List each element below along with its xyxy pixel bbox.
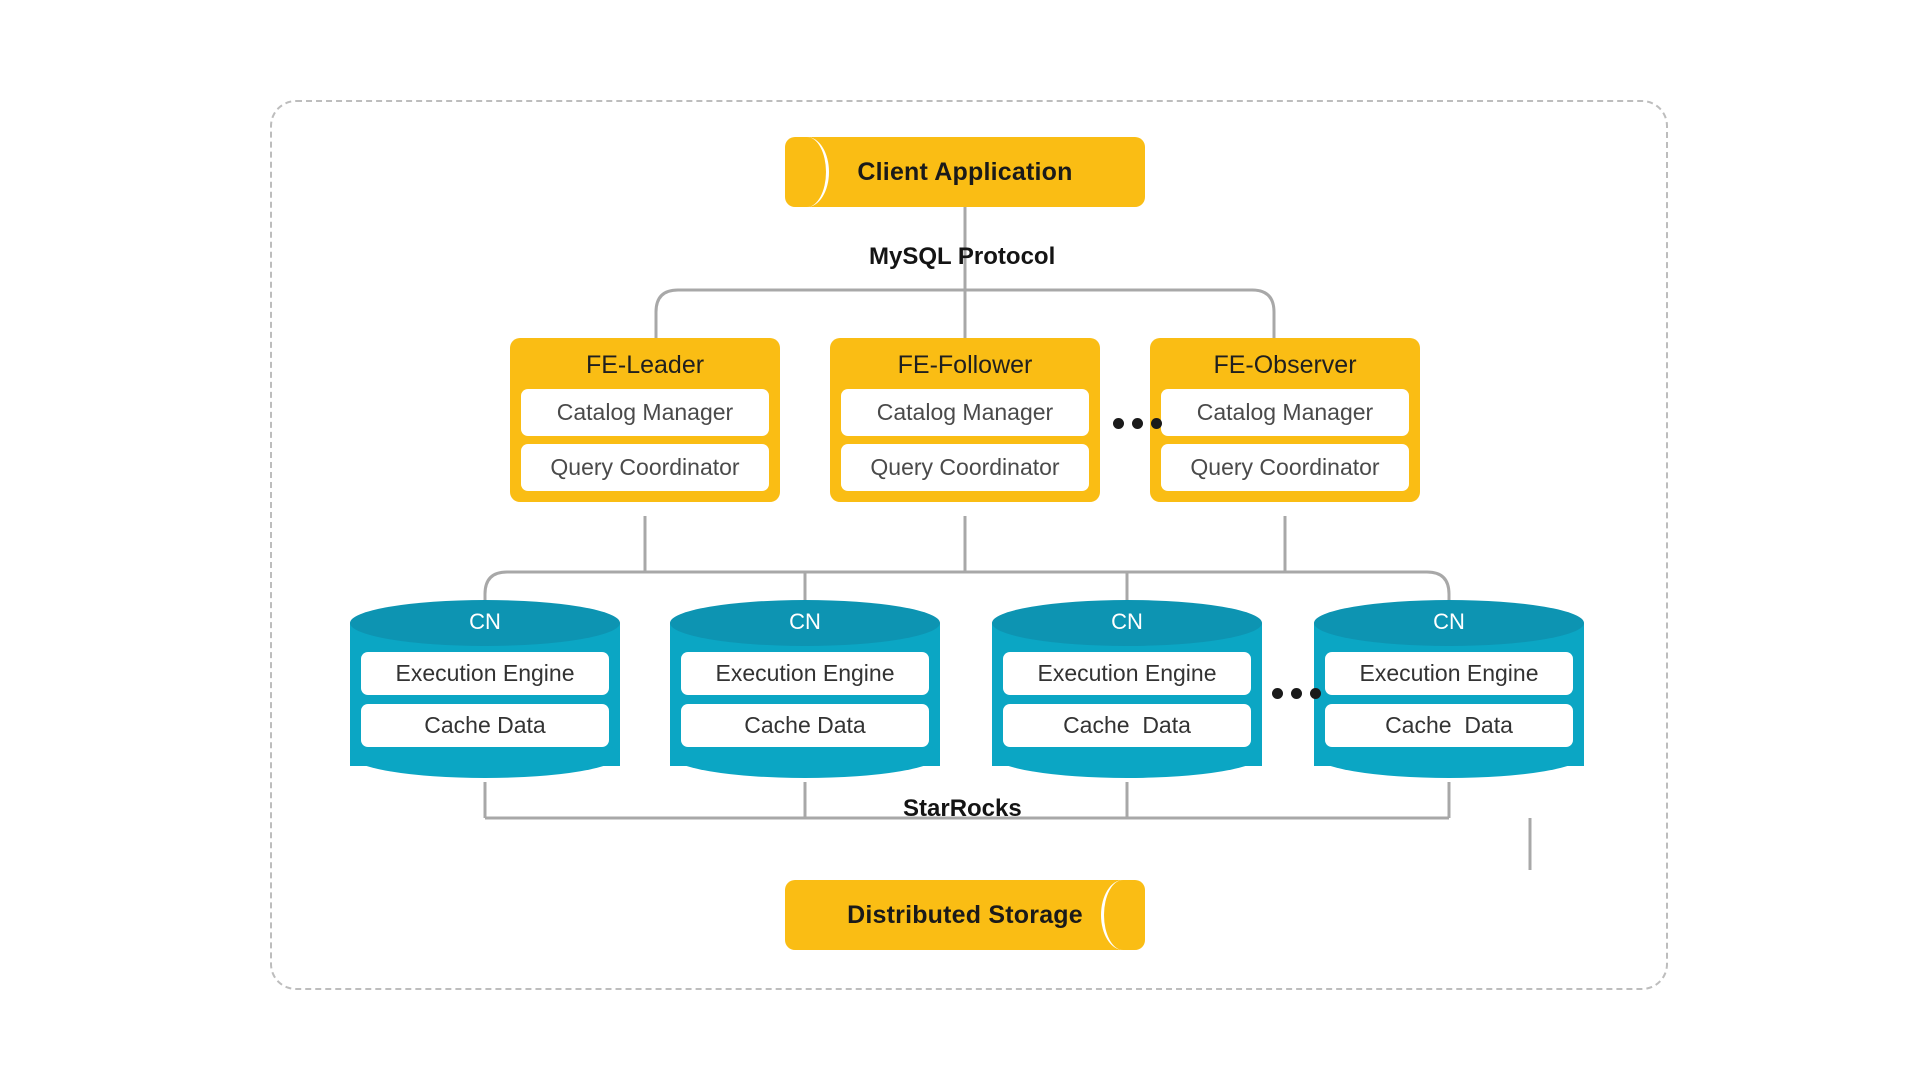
compute-node-4-execution-engine[interactable]: Execution Engine [1325, 652, 1573, 695]
compute-node-1-execution-engine[interactable]: Execution Engine [361, 652, 609, 695]
system-boundary-frame [270, 100, 1668, 990]
cylinder-top-cap-icon [670, 600, 940, 646]
fe-observer-query-coordinator[interactable]: Query Coordinator [1161, 444, 1409, 491]
compute-node-4[interactable]: CN Execution Engine Cache Data [1314, 600, 1584, 785]
client-application-label: Client Application [857, 157, 1073, 186]
fe-leader-node[interactable]: FE-Leader Catalog Manager Query Coordina… [510, 338, 780, 502]
compute-node-3-cache-data[interactable]: Cache Data [1003, 704, 1251, 747]
fe-observer-node[interactable]: FE-Observer Catalog Manager Query Coordi… [1150, 338, 1420, 502]
mysql-protocol-label: MySQL Protocol [869, 243, 1056, 270]
compute-node-1-cache-data[interactable]: Cache Data [361, 704, 609, 747]
cylinder-top-cap-icon [350, 600, 620, 646]
compute-node-2[interactable]: CN Execution Engine Cache Data [670, 600, 940, 785]
fe-leader-query-coordinator[interactable]: Query Coordinator [521, 444, 769, 491]
distributed-storage-node[interactable]: Distributed Storage [785, 880, 1145, 950]
compute-node-4-title: CN [1433, 609, 1465, 634]
fe-follower-node[interactable]: FE-Follower Catalog Manager Query Coordi… [830, 338, 1100, 502]
distributed-storage-label: Distributed Storage [847, 900, 1083, 929]
fe-observer-title: FE-Observer [1213, 351, 1357, 379]
fe-observer-catalog-manager[interactable]: Catalog Manager [1161, 389, 1409, 436]
compute-node-3-title: CN [1111, 609, 1143, 634]
cn-ellipsis-icon [1272, 688, 1321, 699]
cylinder-top-cap-icon [1314, 600, 1584, 646]
fe-follower-catalog-manager[interactable]: Catalog Manager [841, 389, 1089, 436]
compute-node-1[interactable]: CN Execution Engine Cache Data [350, 600, 620, 785]
compute-node-2-cache-data[interactable]: Cache Data [681, 704, 929, 747]
cylinder-cap-icon [1101, 880, 1145, 950]
compute-node-3-execution-engine[interactable]: Execution Engine [1003, 652, 1251, 695]
compute-node-1-title: CN [469, 609, 501, 634]
fe-follower-title: FE-Follower [897, 351, 1033, 379]
cylinder-top-cap-icon [992, 600, 1262, 646]
client-application-node[interactable]: Client Application [785, 137, 1145, 207]
fe-leader-catalog-manager[interactable]: Catalog Manager [521, 389, 769, 436]
starrocks-system-label: StarRocks [903, 795, 1022, 822]
compute-node-2-execution-engine[interactable]: Execution Engine [681, 652, 929, 695]
compute-node-4-cache-data[interactable]: Cache Data [1325, 704, 1573, 747]
fe-ellipsis-icon [1113, 418, 1162, 429]
cylinder-cap-icon [785, 137, 829, 207]
fe-follower-query-coordinator[interactable]: Query Coordinator [841, 444, 1089, 491]
compute-node-3[interactable]: CN Execution Engine Cache Data [992, 600, 1262, 785]
compute-node-2-title: CN [789, 609, 821, 634]
fe-leader-title: FE-Leader [585, 351, 705, 379]
